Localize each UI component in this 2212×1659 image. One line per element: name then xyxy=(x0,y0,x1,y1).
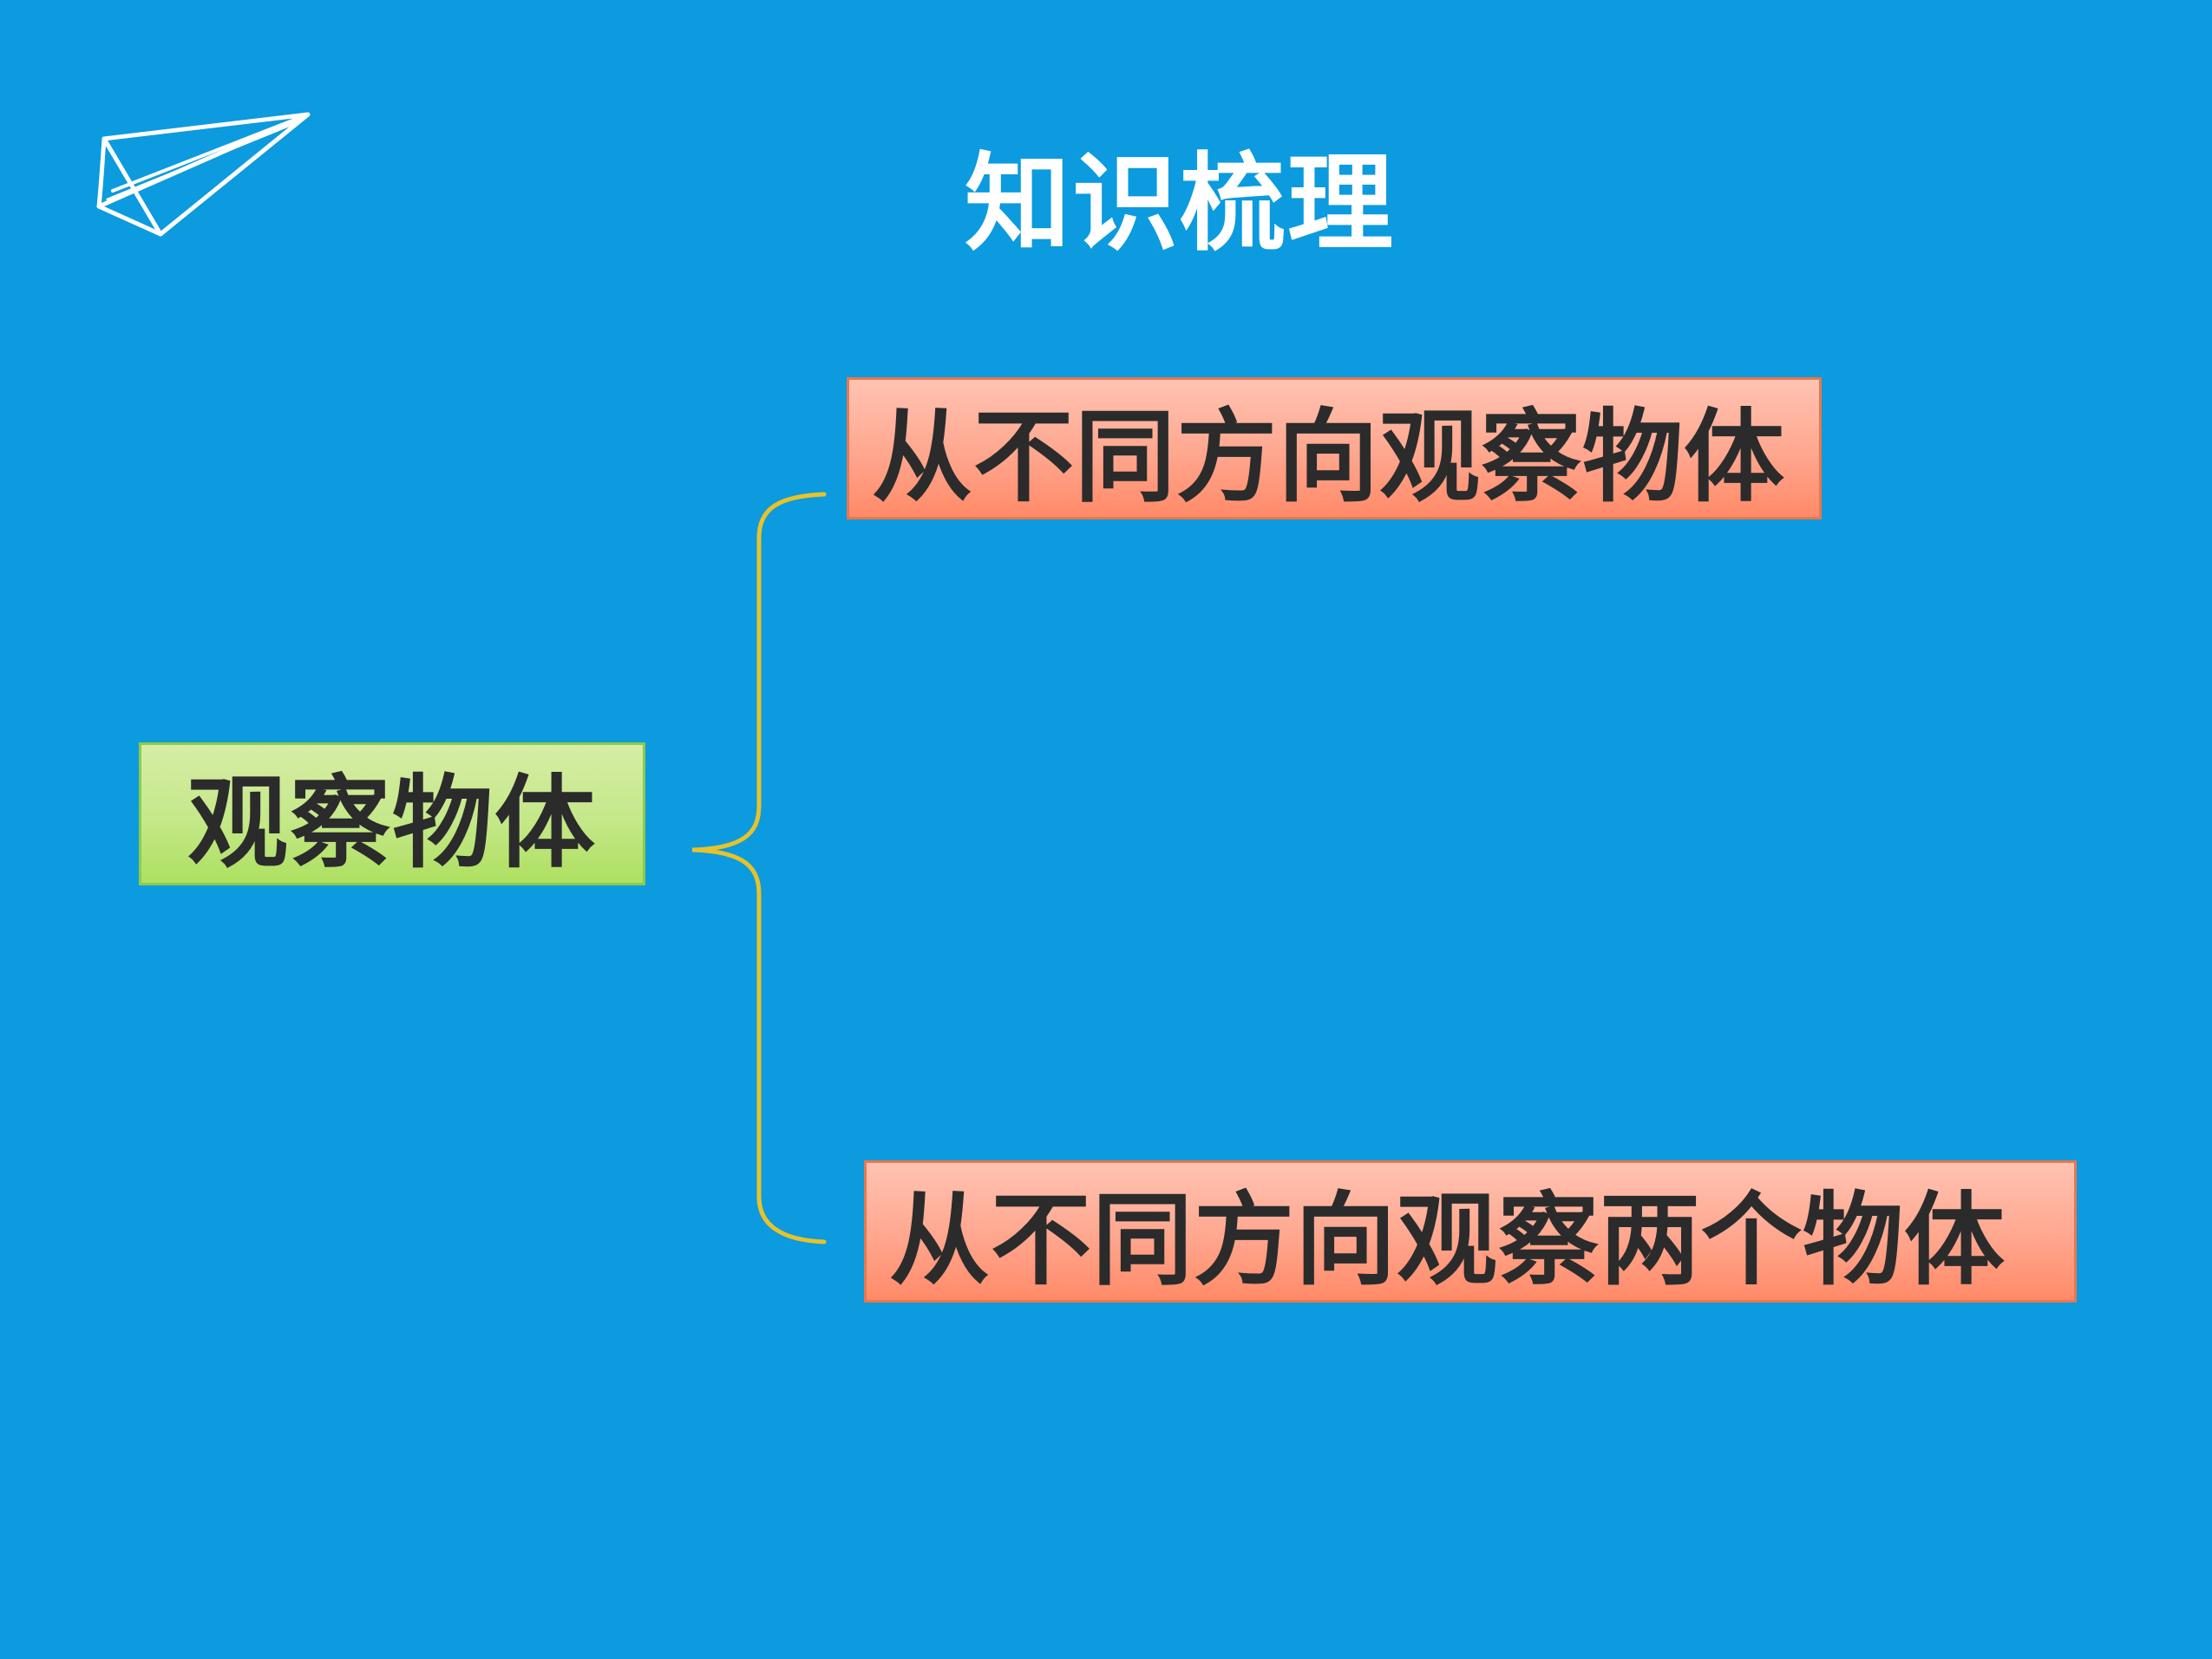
root-node-box: 观察物体 xyxy=(139,742,645,885)
root-node-label: 观察物体 xyxy=(187,764,597,882)
branch-node-label-1: 从不同方向观察物体 xyxy=(872,399,1785,516)
branch-node-box-2: 从不同方向观察两个物体 xyxy=(864,1160,2077,1303)
bracket-connector xyxy=(691,492,827,1244)
branch-node-label-2: 从不同方向观察两个物体 xyxy=(889,1182,2006,1299)
paper-plane-icon xyxy=(96,112,311,237)
slide-title: 知识梳理 xyxy=(965,142,1395,265)
branch-node-box-1: 从不同方向观察物体 xyxy=(847,377,1822,519)
